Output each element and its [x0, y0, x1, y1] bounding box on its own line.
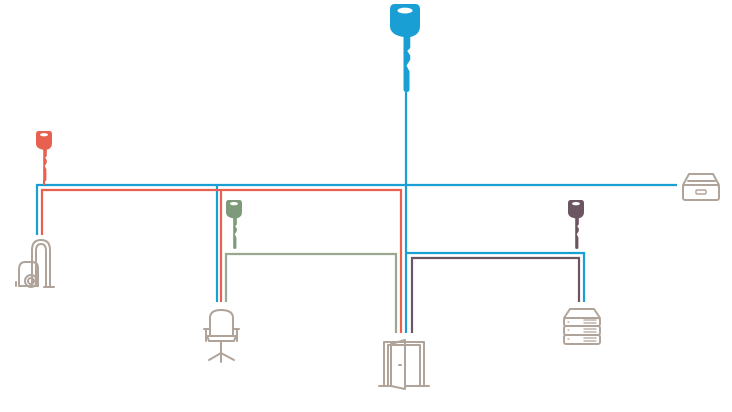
wire-master-server	[406, 251, 586, 302]
master-key-wires	[35, 92, 677, 333]
purple-key-wires	[410, 256, 581, 333]
red-key-icon	[36, 131, 52, 181]
wire-green-bus	[224, 252, 398, 333]
door-icon	[378, 339, 430, 390]
vacuum-cleaner-icon	[15, 239, 55, 288]
master-key-icon	[390, 4, 420, 92]
server-icon	[563, 308, 601, 345]
inbox-tray-icon	[682, 173, 720, 201]
wire-purple-bus	[410, 256, 581, 333]
purple-key-icon	[568, 200, 584, 249]
office-chair-icon	[203, 309, 240, 363]
wire-master-bus	[35, 183, 677, 235]
green-key-wires	[224, 252, 398, 333]
green-key-icon	[226, 200, 242, 249]
